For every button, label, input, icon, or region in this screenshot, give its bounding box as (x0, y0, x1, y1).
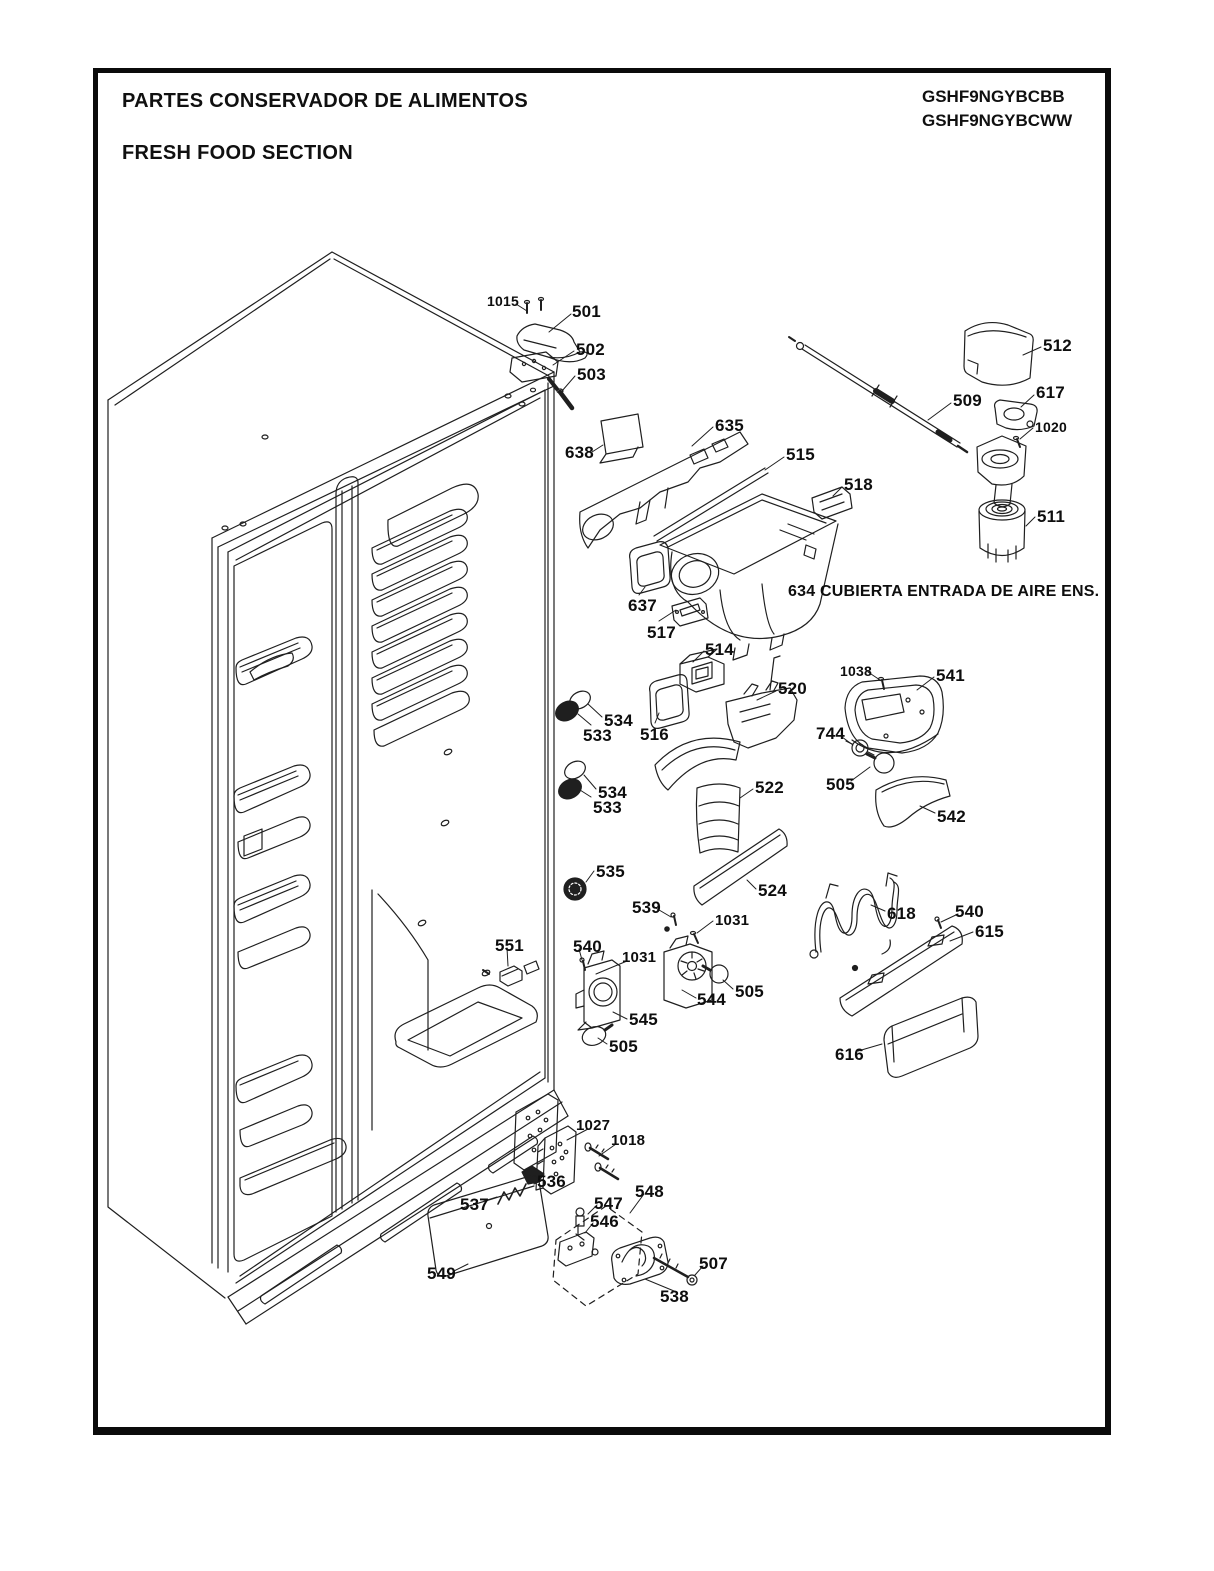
cap-parts (555, 690, 591, 901)
air-inlet-cover-parts (629, 493, 839, 661)
shelf-rails (371, 483, 479, 747)
lamp-housing-parts (844, 675, 951, 828)
air-duct-parts (579, 413, 853, 549)
drain-parts (427, 1174, 698, 1307)
cover-parts (839, 916, 979, 1078)
door-bins (233, 636, 347, 1196)
page-title: PARTES CONSERVADOR DE ALIMENTOS FRESH FO… (122, 88, 528, 166)
water-filter-parts (788, 321, 1038, 563)
model-numbers: GSHF9NGYBCBB GSHF9NGYBCWW (922, 85, 1072, 133)
fan-light-parts (575, 912, 729, 1047)
title-line-2: FRESH FOOD SECTION (122, 142, 353, 164)
page-border-frame (93, 68, 1111, 1435)
title-line-1: PARTES CONSERVADOR DE ALIMENTOS (122, 90, 529, 112)
leader-lines (453, 303, 1042, 1292)
model-number-1: GSHF9NGYBCBB (922, 87, 1065, 106)
bottom-hinge-parts (497, 1125, 620, 1205)
model-number-2: GSHF9NGYBCWW (922, 110, 1073, 130)
cabinet-drawing (107, 251, 569, 1325)
defrost-thermostat-551 (482, 960, 540, 987)
heater-parts (809, 872, 900, 959)
damper-parts (649, 648, 798, 906)
